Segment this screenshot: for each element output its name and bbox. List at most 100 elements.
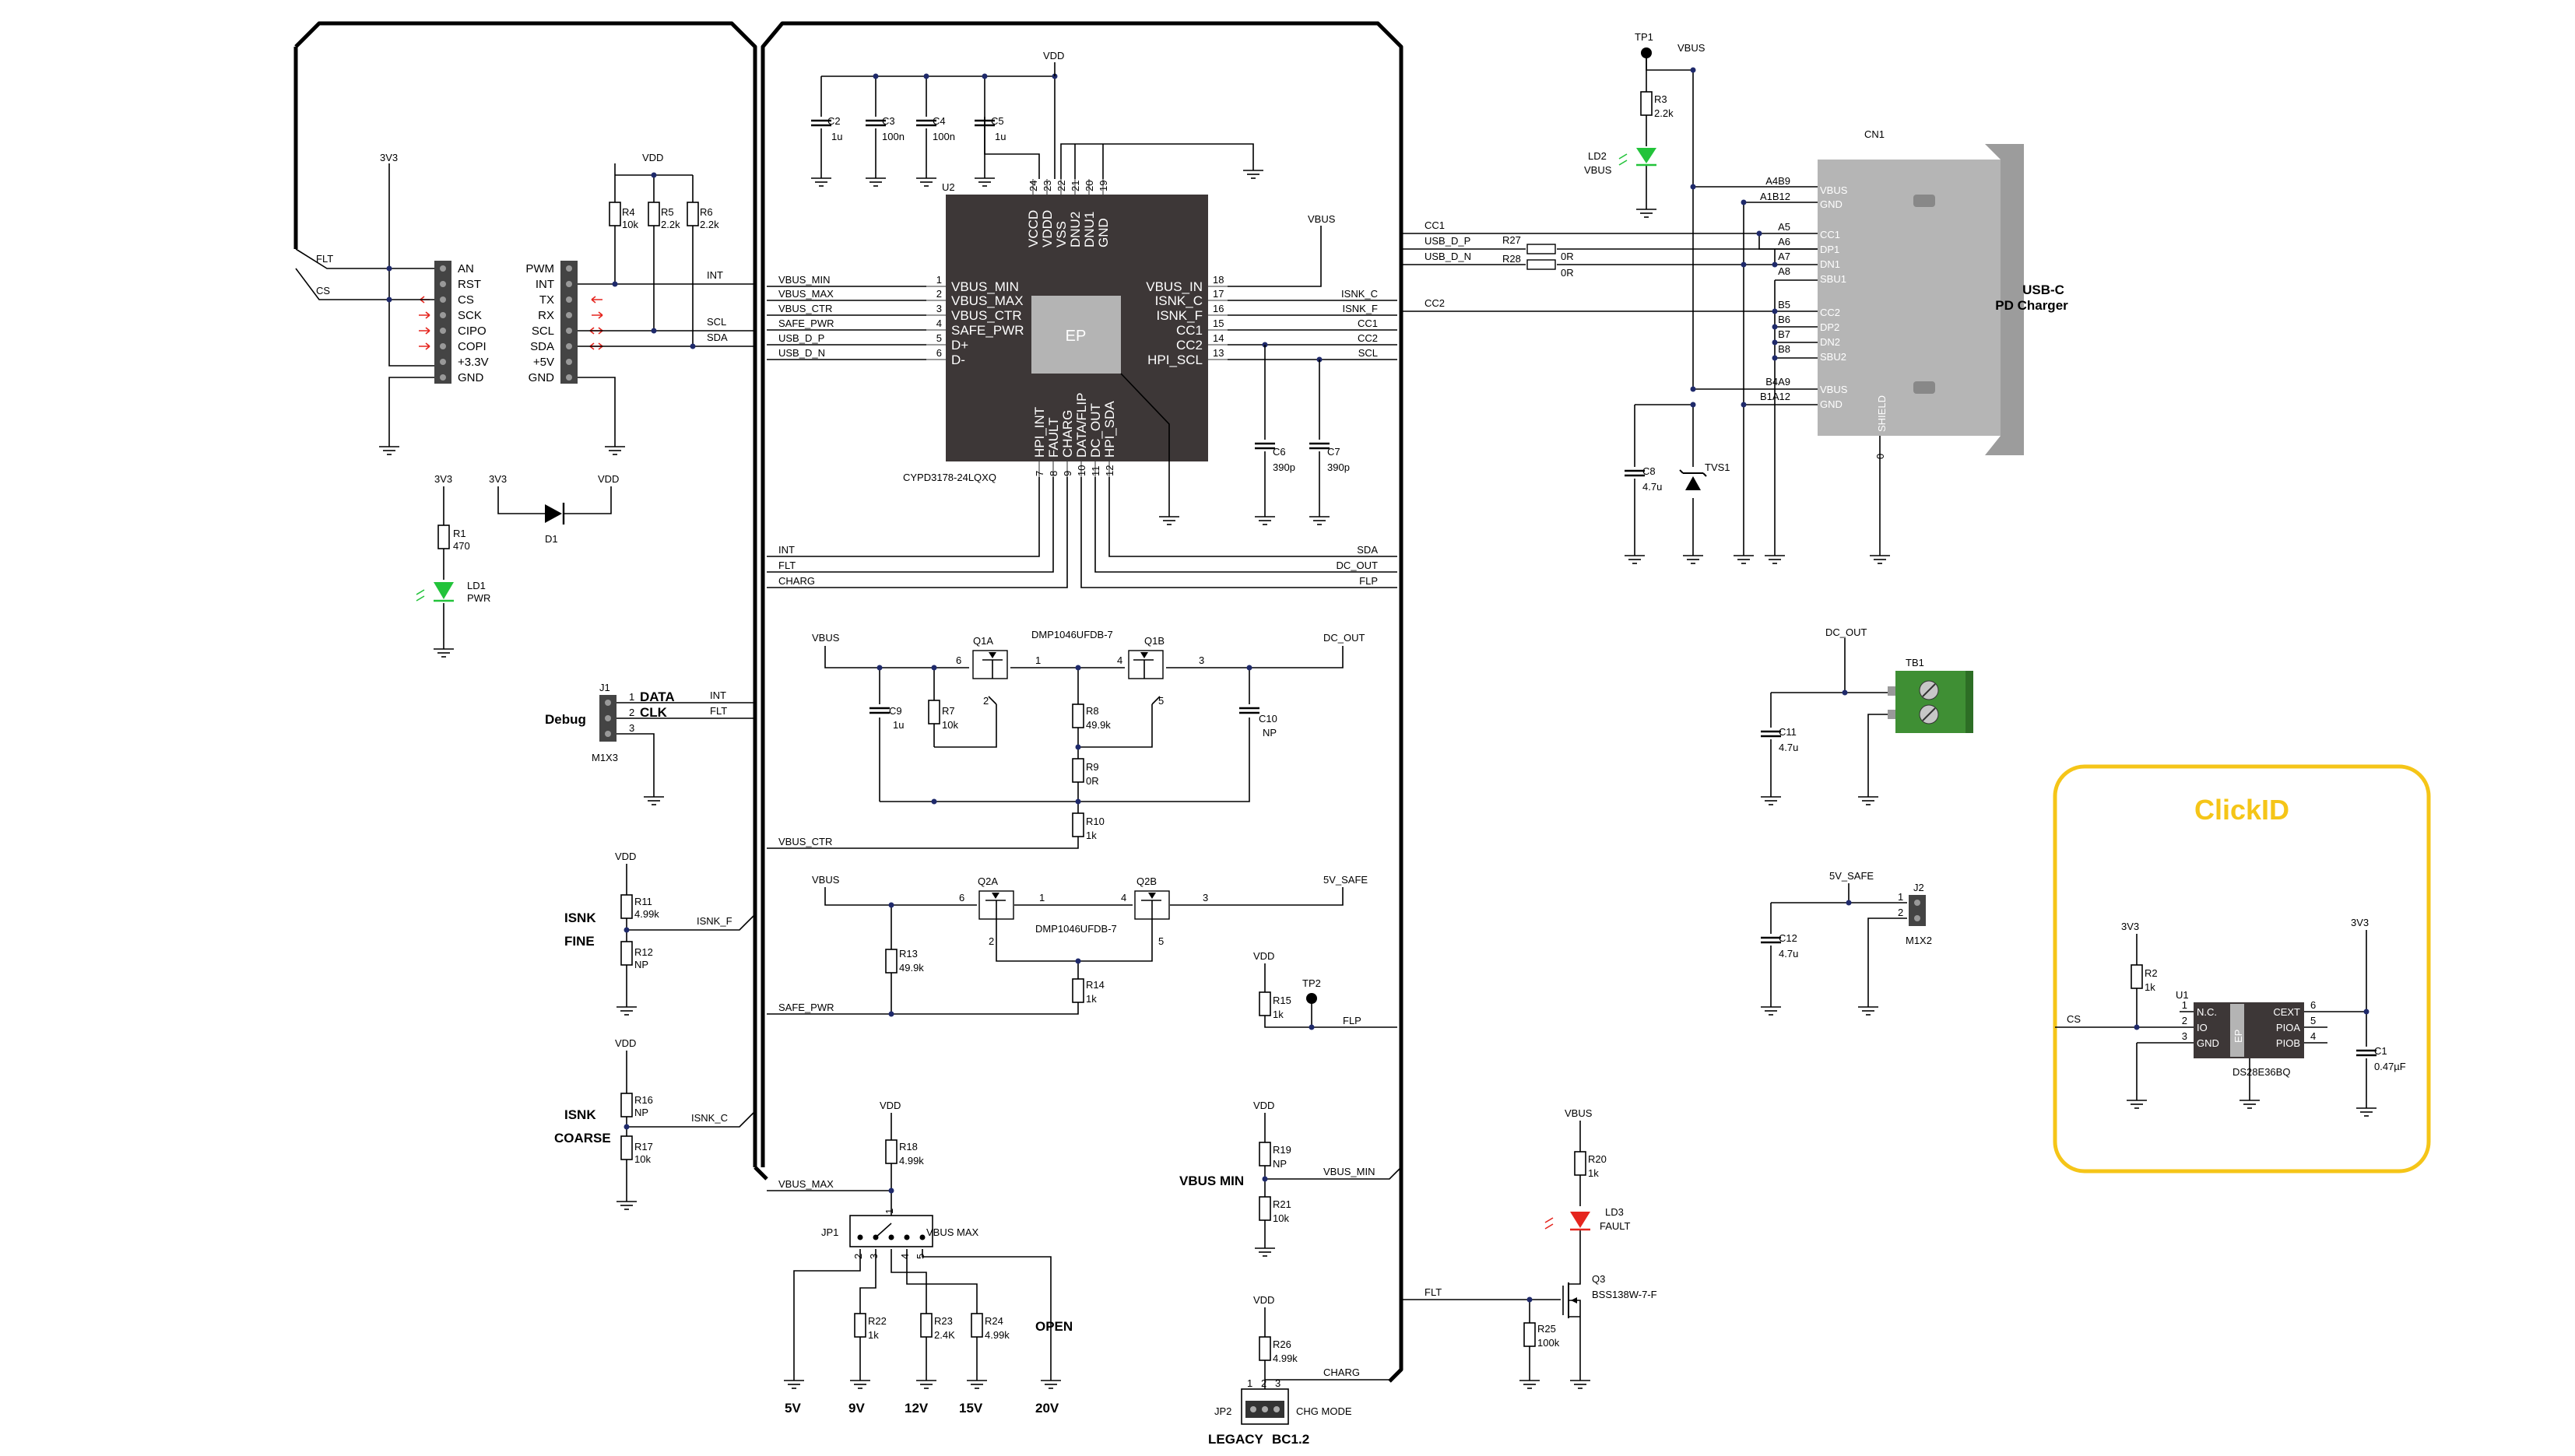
svg-text:VBUS_CTR: VBUS_CTR	[778, 303, 832, 314]
svg-text:SDA: SDA	[1357, 544, 1378, 556]
svg-text:24: 24	[1028, 181, 1039, 191]
cn1-net-dp: USB_D_P	[1425, 235, 1470, 247]
debug-header-j1	[599, 695, 617, 742]
svg-text:3: 3	[936, 303, 942, 314]
clickid-cs: CS	[2067, 1013, 2081, 1025]
rail-3v3-d1: 3V3	[489, 473, 507, 485]
j1-pin1-num: 1	[629, 691, 634, 703]
j1-pin2-num: 2	[629, 707, 634, 718]
charg-net: CHARG	[1323, 1367, 1360, 1378]
tp1-testpoint-icon	[1641, 47, 1652, 58]
sw2-part: DMP1046UFDB-7	[1035, 923, 1117, 935]
usbc-receptacle	[1985, 144, 2024, 455]
jp2-ref: JP2	[1214, 1405, 1231, 1417]
svg-text:SAFE_PWR: SAFE_PWR	[951, 323, 1024, 338]
jp2-mode: CHG MODE	[1296, 1405, 1352, 1417]
r9-value: 0R	[1086, 775, 1099, 787]
jp2-bc12: BC1.2	[1272, 1432, 1309, 1447]
svg-text:2: 2	[852, 1254, 864, 1259]
c10-value: NP	[1263, 727, 1277, 739]
j2-part: M1X2	[1906, 935, 1932, 946]
r26-value: 4.99k	[1273, 1353, 1298, 1364]
net-scl-mb: SCL	[707, 316, 726, 328]
isnk-coarse-l1: ISNK	[564, 1107, 596, 1122]
svg-text:N.C.: N.C.	[2197, 1006, 2217, 1018]
r21-ref: R21	[1273, 1198, 1291, 1210]
svg-text:A7: A7	[1778, 251, 1790, 262]
d1-diode-icon	[545, 504, 562, 523]
svg-text:ISNK_C: ISNK_C	[1341, 288, 1378, 300]
u2-left-nets: VBUS_MIN VBUS_MAX VBUS_CTR SAFE_PWR USB_…	[778, 274, 834, 359]
q2b-mosfet-icon	[1134, 890, 1170, 922]
u1-part: DS28E36BQ	[2232, 1066, 2290, 1078]
mikrobus-left-header: AN RST CS SCK CIPO COPI +3.3V GND	[434, 261, 489, 384]
c11-ref: C11	[1779, 726, 1797, 738]
svg-text:CC1: CC1	[1358, 318, 1378, 329]
c3-ref: C3	[882, 115, 895, 127]
c10-ref: C10	[1259, 713, 1277, 724]
svg-text:5: 5	[1158, 695, 1164, 707]
r23-ref: R23	[934, 1315, 953, 1327]
svg-text:GND: GND	[1820, 398, 1843, 410]
sw1-part: DMP1046UFDB-7	[1031, 629, 1113, 640]
svg-text:DATA/FLIP: DATA/FLIP	[1074, 393, 1089, 458]
svg-text:VBUS: VBUS	[1820, 384, 1848, 395]
u2-ep-label: EP	[1066, 328, 1087, 345]
c5-ref: C5	[991, 115, 1004, 127]
svg-text:SBU2: SBU2	[1820, 351, 1846, 363]
q2b-ref: Q2B	[1136, 875, 1157, 887]
r25-ref: R25	[1537, 1323, 1556, 1335]
tb1-ref: TB1	[1906, 657, 1924, 668]
svg-text:DC_OUT: DC_OUT	[1337, 560, 1379, 571]
isnk-coarse-l2: COARSE	[554, 1131, 611, 1146]
j1-pin1-name: DATA	[640, 689, 675, 704]
q3-mosfet-icon	[1562, 1272, 1581, 1323]
c6-ref: C6	[1273, 446, 1286, 458]
svg-text:VCCD: VCCD	[1026, 210, 1041, 247]
svg-text:B5: B5	[1778, 299, 1790, 310]
vbus-max-open: OPEN	[1035, 1319, 1073, 1334]
cn1-ref: CN1	[1864, 128, 1885, 140]
u2-bottom-pins: 7 8 9 10 11 12 HPI_INT FAULT CHARG DATA/…	[1032, 393, 1117, 476]
isnk-coarse-net: ISNK_C	[691, 1112, 728, 1124]
r23-value: 2.4K	[934, 1329, 955, 1341]
r13-value: 49.9k	[899, 962, 924, 974]
svg-text:3: 3	[2182, 1030, 2187, 1042]
svg-text:3: 3	[1203, 892, 1208, 903]
ld2-ref: LD2	[1588, 150, 1607, 162]
u2-bottom-nets: INT FLT CHARG SDA DC_OUT FLP	[778, 544, 1378, 587]
net-flt-mb: FLT	[316, 253, 333, 265]
tp2-ref: TP2	[1302, 977, 1321, 989]
svg-text:11: 11	[1090, 466, 1101, 477]
r2-ref: R2	[2145, 967, 2158, 979]
tb1-terminal-icon	[1888, 671, 1973, 733]
c1-value: 0.47µF	[2374, 1061, 2406, 1072]
rail-vdd-r19: VDD	[1253, 1100, 1274, 1111]
mb-right-pin-4: RX	[538, 309, 554, 322]
r18-ref: R18	[899, 1141, 918, 1153]
r28-ref: R28	[1502, 253, 1521, 265]
svg-text:1: 1	[2182, 999, 2187, 1011]
r15-ref: R15	[1273, 995, 1291, 1006]
r21-value: 10k	[1273, 1212, 1289, 1224]
svg-text:VBUS_CTR: VBUS_CTR	[951, 308, 1022, 323]
r14-value: 1k	[1086, 993, 1097, 1005]
r15-value: 1k	[1273, 1009, 1284, 1020]
svg-text:19: 19	[1098, 181, 1109, 191]
sw2-ctrl: SAFE_PWR	[778, 1002, 834, 1013]
q3-part: BSS138W-7-F	[1592, 1289, 1657, 1300]
j1-part: M1X3	[592, 752, 618, 763]
svg-text:B7: B7	[1778, 328, 1790, 340]
c9-ref: C9	[889, 705, 902, 717]
mb-right-pin-3: TX	[539, 293, 554, 307]
ld3-ref: LD3	[1605, 1206, 1624, 1218]
svg-text:3: 3	[868, 1254, 880, 1259]
mb-right-pin-2: INT	[536, 278, 554, 291]
r16-ref: R16	[634, 1094, 653, 1106]
j1-net-int: INT	[710, 689, 726, 701]
mb-left-pin-7: +3.3V	[458, 356, 489, 369]
rail-3v3-r2: 3V3	[2121, 921, 2139, 932]
jp1-jumper	[849, 1215, 933, 1247]
usbc-shield: SHIELD	[1876, 395, 1888, 432]
j2-header	[1909, 895, 1926, 926]
